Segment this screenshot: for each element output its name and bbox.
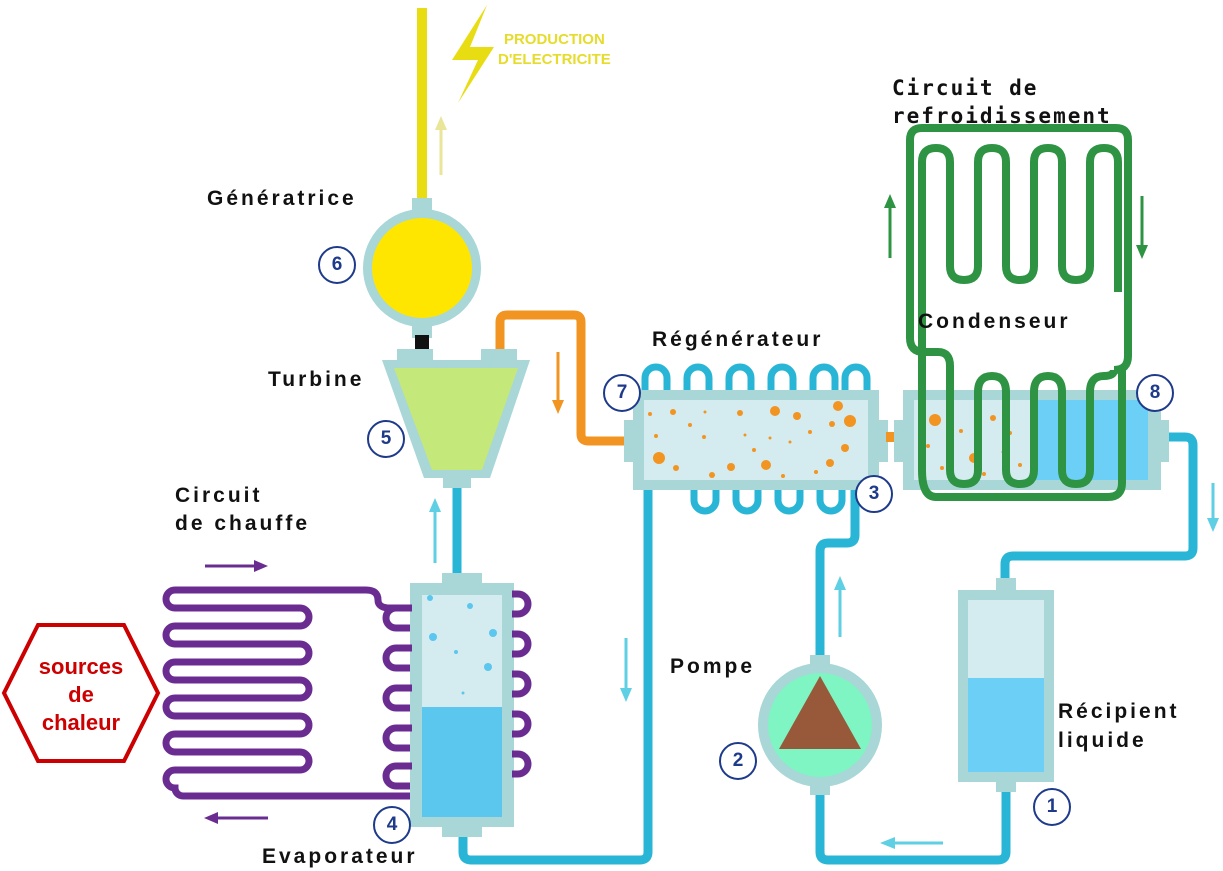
working-fluid-pipes (452, 432, 1198, 865)
cooling-circuit-label-1: Circuit de (892, 76, 1039, 100)
regenerator-label: Régénérateur (652, 328, 824, 351)
heating-circuit-label-2: de chauffe (175, 512, 311, 535)
left-arrow-icon-heat (204, 812, 268, 824)
step-2-badge: 2 (719, 742, 757, 780)
up-arrow-icon-1 (429, 498, 441, 563)
left-arrow-icon (880, 837, 943, 849)
up-arrow-icon-2 (834, 576, 846, 637)
step-1-badge: 1 (1033, 788, 1071, 826)
regenerator-droplets (648, 401, 856, 478)
heating-circuit-label-1: Circuit (175, 484, 263, 507)
pump-triangle-icon (779, 676, 861, 749)
electric-cable (417, 8, 427, 200)
down-arrow-icon-vapor (552, 352, 564, 414)
lightning-bolt-icon (452, 5, 494, 103)
step-3-badge: 3 (855, 475, 893, 513)
receiver-label-2: liquide (1058, 729, 1147, 752)
step-4-badge: 4 (373, 806, 411, 844)
down-arrow-icon-1 (620, 638, 632, 702)
regenerator-coils (641, 363, 871, 515)
heat-source-hexagon (1, 623, 161, 763)
up-arrow-icon-electric (435, 116, 447, 175)
cooling-circuit-pipe (918, 143, 1122, 330)
step-7-badge: 7 (603, 374, 641, 412)
step-5-badge: 5 (367, 420, 405, 458)
production-label: PRODUCTION D'ELECTRICITE (498, 31, 611, 68)
pump-label: Pompe (670, 655, 756, 678)
heat-source-label: sources de chaleur (38, 654, 124, 735)
evaporator-label: Evaporateur (262, 845, 418, 868)
turbine-label: Turbine (268, 368, 365, 391)
down-arrow-icon-cool (1136, 196, 1148, 259)
step-6-badge: 6 (318, 246, 356, 284)
hot-vapor-pipe (495, 310, 628, 446)
right-arrow-icon-heat (205, 560, 268, 572)
up-arrow-icon-cool (884, 194, 896, 258)
condenser-label: Condenseur (918, 310, 1071, 333)
receiver-label-1: Récipient (1058, 700, 1180, 723)
down-arrow-icon-2 (1207, 483, 1219, 532)
generator-label: Génératrice (207, 187, 357, 210)
cooling-circuit-label-2: refroidissement (892, 104, 1112, 128)
heating-circuit-pipe (162, 586, 412, 800)
step-8-badge: 8 (1136, 374, 1174, 412)
